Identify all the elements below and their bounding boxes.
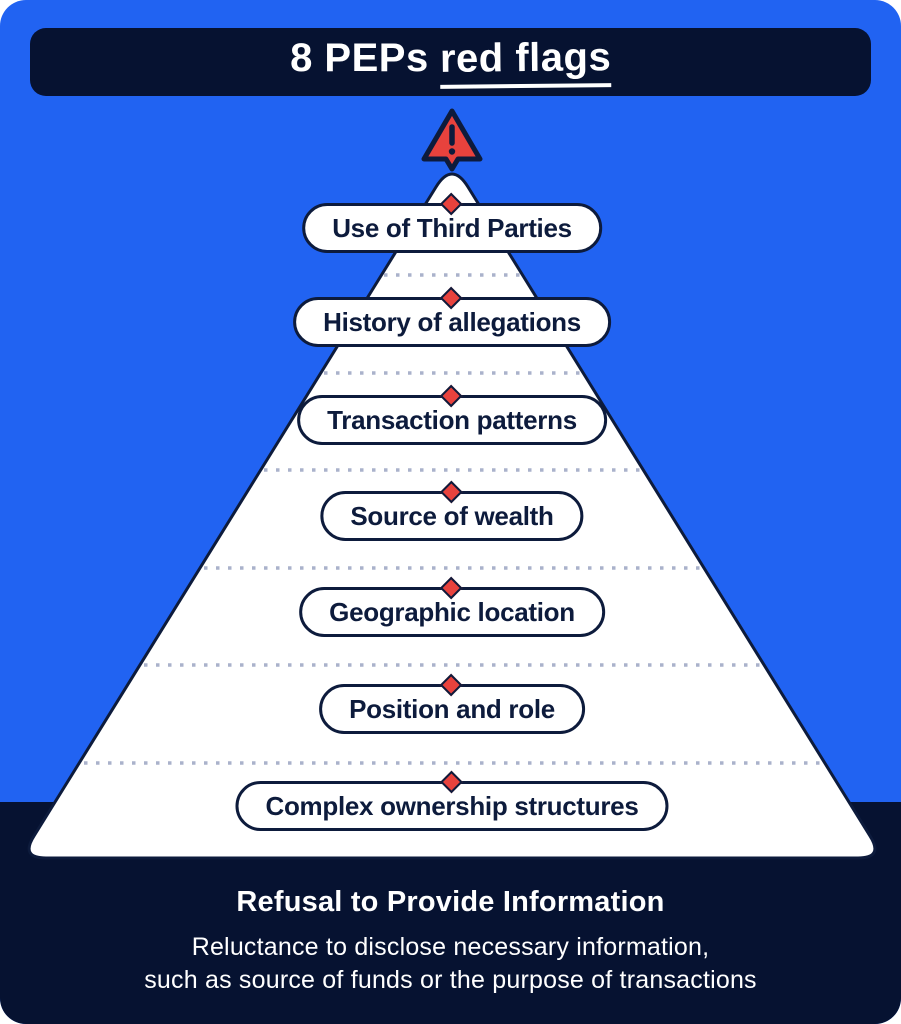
page-title: 8 PEPs red flags <box>290 35 612 89</box>
pyramid-level-label: Use of Third Parties <box>332 212 572 243</box>
pyramid-level-label: Transaction patterns <box>327 404 577 435</box>
pyramid-level-label: Position and role <box>349 693 555 724</box>
footer-section: Refusal to Provide Information Reluctanc… <box>0 886 901 997</box>
pyramid-level-label: History of allegations <box>323 306 581 337</box>
pyramid-level-label: Complex ownership structures <box>265 790 639 821</box>
warning-exclamation-dot <box>448 148 456 155</box>
page-title-prefix: 8 PEPs <box>290 36 429 80</box>
pyramid-level-pill-3: Transaction patterns <box>297 384 607 445</box>
warning-icon <box>421 108 483 172</box>
pyramid-level-pill-2: History of allegations <box>293 286 611 347</box>
title-bar: 8 PEPs red flags <box>30 28 871 96</box>
footer-description-line-2: such as source of funds or the purpose o… <box>144 966 757 994</box>
pyramid-level-pill-1: Use of Third Parties <box>302 192 602 253</box>
page-title-underlined: red flags <box>439 35 612 89</box>
footer-description-line-1: Reluctance to disclose necessary informa… <box>191 933 710 961</box>
pyramid-level-label: Source of wealth <box>350 500 554 531</box>
footer-heading: Refusal to Provide Information <box>236 886 665 918</box>
pyramid-level-pill-4: Source of wealth <box>320 480 584 541</box>
pyramid-level-label: Geographic location <box>329 596 575 627</box>
pyramid-level-pill-6: Position and role <box>319 673 585 734</box>
pyramid-level-pill-7: Complex ownership structures <box>235 770 669 831</box>
pyramid-level-pill-5: Geographic location <box>299 576 605 637</box>
